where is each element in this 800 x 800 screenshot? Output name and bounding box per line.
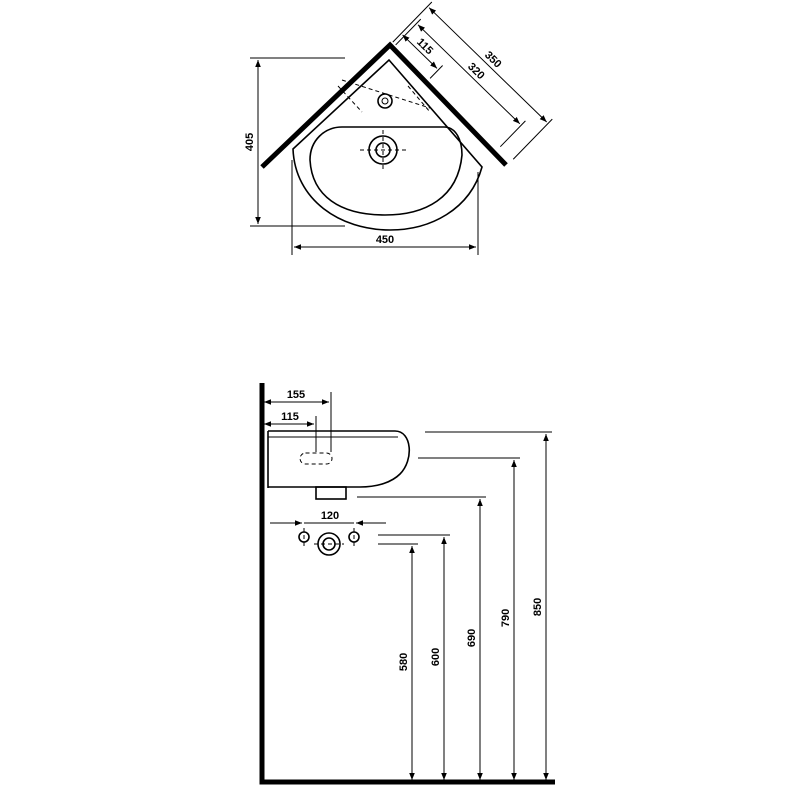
tap-hole-inner <box>381 97 389 105</box>
dim-drain-offset-label: 155 <box>287 389 305 401</box>
dim-height-850-label: 850 <box>532 598 544 616</box>
dim-depth-label: 405 <box>244 133 256 151</box>
dim-tap-offset-side-label: 115 <box>281 411 299 423</box>
dim-320-ext-a <box>395 18 422 46</box>
dim-350-ext-b <box>512 118 553 160</box>
drain-outlet <box>315 486 347 500</box>
dim-height-600-label: 600 <box>430 648 442 666</box>
basin-bowl <box>309 126 463 216</box>
corner-wall <box>260 41 508 169</box>
overflow-slot-icon <box>299 452 333 465</box>
dim-115-ext <box>429 65 443 79</box>
dim-side-inner-label: 320 <box>465 61 487 82</box>
dim-height-580-label: 580 <box>398 653 410 671</box>
dim-width-label: 450 <box>376 234 394 246</box>
side-view: 155 115 120 850 790 690 600 580 <box>259 383 555 785</box>
tap-axis <box>341 79 431 109</box>
wall-and-floor <box>259 383 555 785</box>
dim-height-790-label: 790 <box>500 609 512 627</box>
fixing-line-left <box>337 85 363 113</box>
dim-tap-offset-label: 115 <box>414 36 435 57</box>
dim-350-ext-a <box>392 1 433 43</box>
top-view: 405 450 350 320 115 <box>244 1 553 255</box>
dim-320-line <box>417 24 521 125</box>
basin-outline <box>292 58 483 231</box>
dim-320-ext-b <box>499 120 526 148</box>
dim-side-outer-label: 350 <box>482 49 504 70</box>
dim-height-690-label: 690 <box>466 629 478 647</box>
tap-hole-icon <box>377 93 393 109</box>
fixing-line-right <box>407 85 431 113</box>
dim-115-line <box>402 34 438 69</box>
basin-profile <box>268 430 411 488</box>
dim-fixing-spacing-label: 120 <box>321 510 339 522</box>
